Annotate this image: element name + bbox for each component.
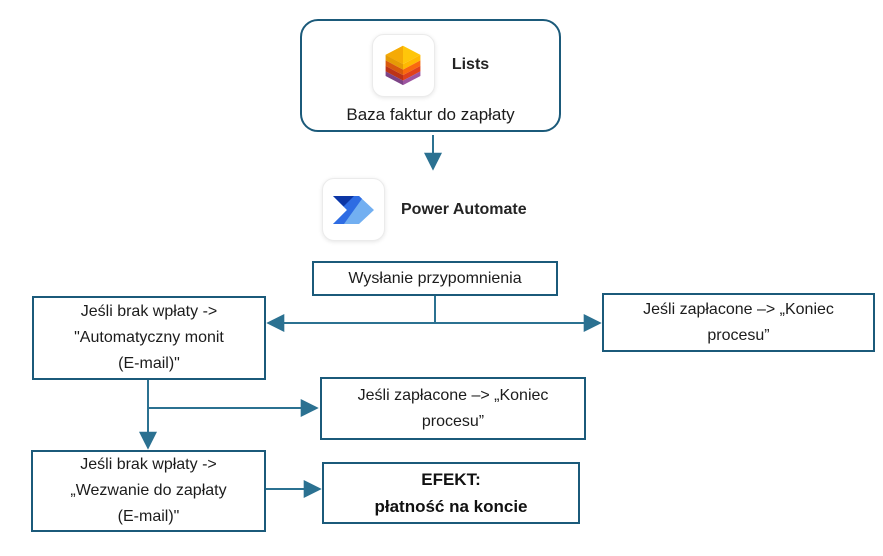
step-line: "Automatyczny monit xyxy=(74,329,224,346)
step-line: EFEKT: xyxy=(421,470,481,489)
step-line: Jeśli zapłacone –> „Koniec xyxy=(643,300,834,318)
lists-app-row: Lists xyxy=(371,33,490,97)
step-line: procesu” xyxy=(707,326,770,344)
power-automate-label: Power Automate xyxy=(401,200,527,218)
power-automate-card xyxy=(322,178,385,241)
lists-app-label: Lists xyxy=(451,56,490,73)
step-line: (E-mail)" xyxy=(117,508,180,525)
power-automate-row: Power Automate xyxy=(322,178,527,241)
step-line: (E-mail)" xyxy=(118,355,180,372)
step-effect-box: EFEKT: płatność na koncie xyxy=(322,462,580,524)
step-reminder-box: Wysłanie przypomnienia xyxy=(312,261,558,296)
step-line: „Wezwanie do zapłaty xyxy=(70,482,227,499)
lists-cube-icon xyxy=(385,45,421,86)
step-no-payment-monit-box: Jeśli brak wpłaty -> "Automatyczny monit… xyxy=(32,296,266,380)
source-box: Lists Baza faktur do zapłaty xyxy=(300,19,561,132)
step-line: Jeśli zapłacone –> „Koniec xyxy=(357,386,549,404)
power-automate-icon xyxy=(332,195,374,224)
step-line: płatność na koncie xyxy=(374,497,528,516)
source-box-label: Baza faktur do zapłaty xyxy=(346,105,515,124)
step-line: Jeśli brak wpłaty -> xyxy=(80,456,217,473)
step-line: Jeśli brak wpłaty -> xyxy=(80,303,218,320)
step-paid-end-right-box: Jeśli zapłacone –> „Koniec procesu” xyxy=(602,293,875,352)
lists-app-card xyxy=(371,33,435,97)
step-reminder-label: Wysłanie przypomnienia xyxy=(348,269,522,287)
step-line: procesu” xyxy=(421,412,485,430)
step-no-payment-demand-box: Jeśli brak wpłaty -> „Wezwanie do zapłat… xyxy=(31,450,266,532)
step-paid-end-middle-box: Jeśli zapłacone –> „Koniec procesu” xyxy=(320,377,586,440)
